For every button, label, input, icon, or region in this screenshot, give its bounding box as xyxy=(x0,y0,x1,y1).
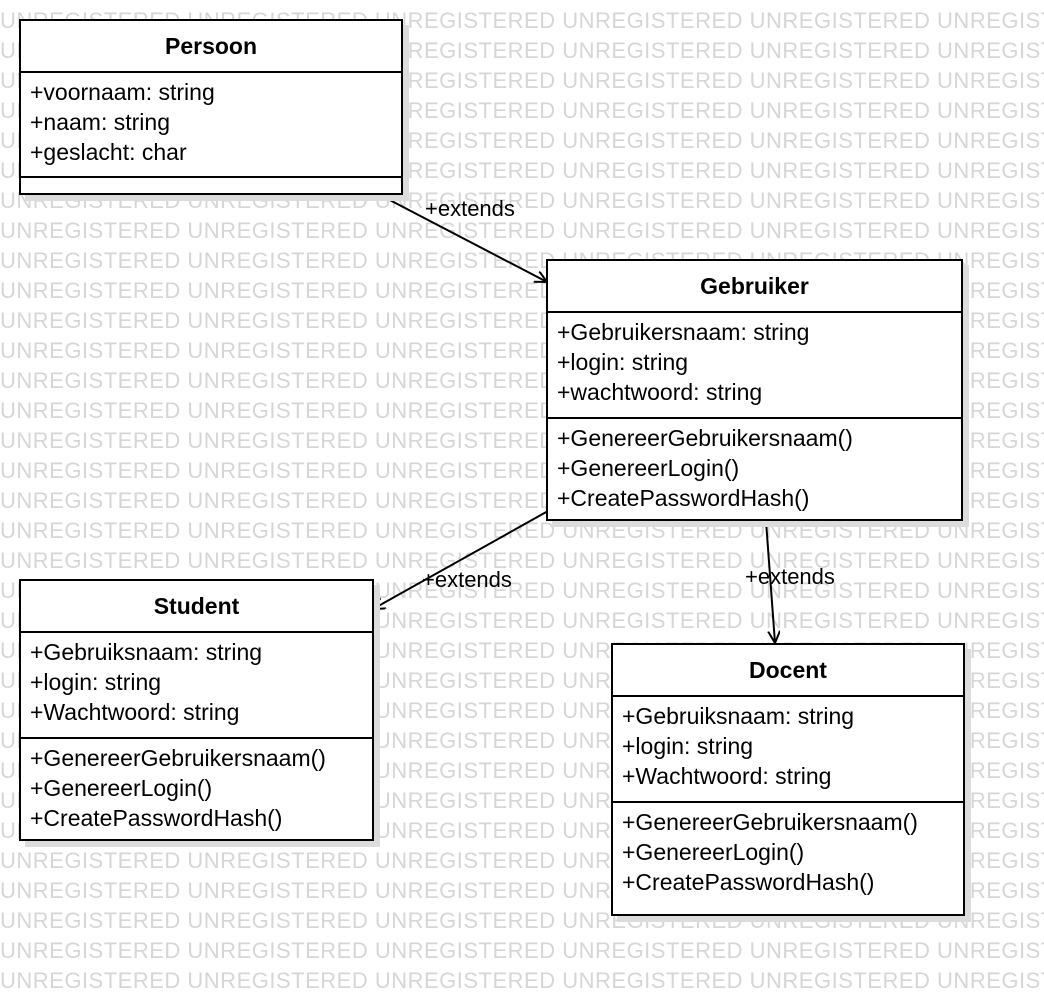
attributes-compartment: +voornaam: string +naam: string +geslach… xyxy=(21,73,401,178)
class-gebruiker[interactable]: Gebruiker +Gebruikersnaam: string +login… xyxy=(546,259,963,521)
operation: +GenereerGebruikersnaam() xyxy=(622,809,918,835)
attribute: +login: string xyxy=(557,349,689,375)
class-persoon[interactable]: Persoon +voornaam: string +naam: string … xyxy=(19,19,403,195)
gebruiker-docent-connector[interactable] xyxy=(765,520,775,643)
class-name: Docent xyxy=(613,645,963,697)
operation: +GenereerLogin() xyxy=(557,455,740,481)
attributes-compartment: +Gebruiksnaam: string +login: string +Wa… xyxy=(21,633,372,739)
operations-compartment: +GenereerGebruikersnaam() +GenereerLogin… xyxy=(21,739,372,839)
attribute: +Wachtwoord: string xyxy=(622,763,832,789)
attribute: +login: string xyxy=(30,669,162,695)
operation: +CreatePasswordHash() xyxy=(557,485,810,511)
attribute: +Gebruiksnaam: string xyxy=(30,639,263,665)
operation: +CreatePasswordHash() xyxy=(30,805,283,831)
attribute: +Wachtwoord: string xyxy=(30,699,240,725)
attribute: +geslacht: char xyxy=(30,139,187,165)
attribute: +voornaam: string xyxy=(30,79,215,105)
attribute: +naam: string xyxy=(30,109,170,135)
attributes-compartment: +Gebruiksnaam: string +login: string +Wa… xyxy=(613,697,963,803)
operation: +CreatePasswordHash() xyxy=(622,869,875,895)
operations-compartment: +GenereerGebruikersnaam() +GenereerLogin… xyxy=(613,803,963,903)
operation: +GenereerGebruikersnaam() xyxy=(30,745,326,771)
gebruiker-docent-label: +extends xyxy=(745,564,835,589)
operations-compartment: +GenereerGebruikersnaam() +GenereerLogin… xyxy=(548,419,961,519)
persoon-gebruiker-connector[interactable] xyxy=(381,195,547,282)
operation: +GenereerLogin() xyxy=(622,839,805,865)
operation: +GenereerLogin() xyxy=(30,775,213,801)
class-name: Gebruiker xyxy=(548,261,961,313)
attributes-compartment: +Gebruikersnaam: string +login: string +… xyxy=(548,313,961,419)
attribute: +Gebruikersnaam: string xyxy=(557,319,810,345)
operation: +GenereerGebruikersnaam() xyxy=(557,425,853,451)
attribute: +Gebruiksnaam: string xyxy=(622,703,855,729)
gebruiker-student-label: +extends xyxy=(422,567,512,592)
attribute: +wachtwoord: string xyxy=(557,379,763,405)
class-name: Persoon xyxy=(21,21,401,73)
class-docent[interactable]: Docent +Gebruiksnaam: string +login: str… xyxy=(611,643,965,916)
persoon-gebruiker-label: +extends xyxy=(425,196,515,221)
operations-compartment xyxy=(21,178,401,188)
gebruiker-student-connector[interactable] xyxy=(373,510,549,609)
class-name: Student xyxy=(21,581,372,633)
attribute: +login: string xyxy=(622,733,754,759)
class-student[interactable]: Student +Gebruiksnaam: string +login: st… xyxy=(19,579,374,841)
